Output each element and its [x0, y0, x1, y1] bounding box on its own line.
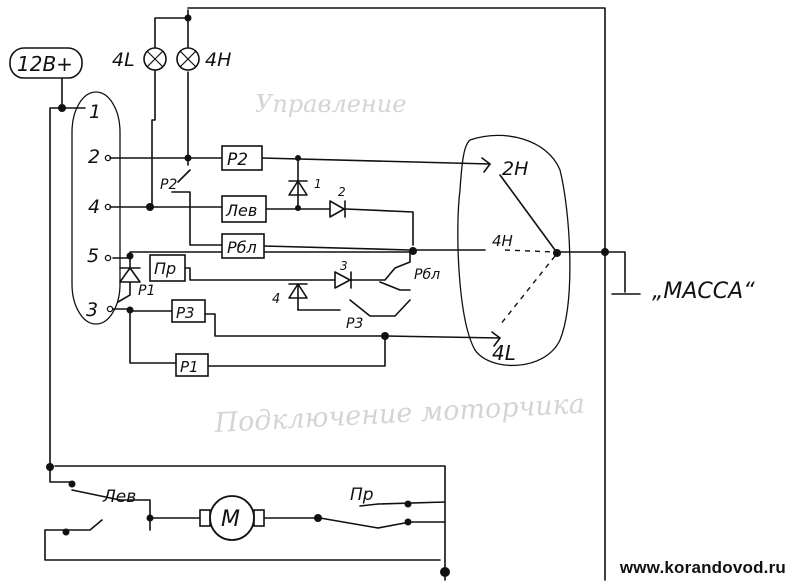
junction — [409, 247, 417, 255]
pin-5-label: 5 — [87, 245, 99, 267]
junction — [601, 248, 609, 256]
relay-pbl-label: Рбл — [227, 238, 257, 257]
contact-pbl-label: Рбл — [414, 267, 440, 283]
junction — [146, 203, 154, 211]
junction — [404, 518, 412, 526]
diode-3-label: 3 — [340, 259, 348, 273]
site-url: www.korandovod.ru — [619, 558, 786, 577]
junction — [68, 480, 76, 488]
relay-p2-label: Р2 — [227, 150, 248, 170]
relay-pr-label: Пр — [154, 259, 176, 278]
motor-lev-label: Лев — [102, 487, 136, 507]
lamp-node — [184, 14, 192, 22]
lamp-4l-label: 4L — [112, 49, 135, 71]
motor-circuit — [44, 489, 446, 561]
connector-pins: 1 2 4 5 3 — [86, 101, 114, 321]
relay-pr — [149, 254, 186, 282]
section-control-label: Управление — [255, 90, 406, 118]
junction — [553, 249, 561, 257]
relay-lev-label: Лев — [225, 201, 257, 220]
pin-2-label: 2 — [88, 146, 100, 168]
pin-1-label: 1 — [89, 101, 101, 123]
motor-label: М — [221, 507, 240, 532]
junction — [146, 514, 154, 522]
relay-p3-label: Р3 — [176, 304, 195, 322]
diode-2 — [329, 200, 346, 218]
bus-node — [58, 104, 66, 112]
range-selector-outline — [457, 134, 571, 367]
junction — [440, 567, 450, 577]
supply-label-group: 12В+ — [9, 47, 83, 79]
junction — [62, 528, 70, 536]
diode-3 — [334, 271, 352, 289]
relay-p1 — [175, 353, 209, 377]
contact-p2-label: Р2 — [160, 177, 177, 193]
pin3-circuit — [112, 308, 501, 367]
switch-connector-outline — [71, 91, 121, 325]
contact-p2 — [171, 169, 191, 201]
motor-pr-label: Пр — [350, 485, 374, 505]
mode-4l-label: 4L — [492, 341, 516, 365]
contact-p1-label: Р1 — [138, 283, 155, 299]
junction — [126, 306, 134, 314]
junction — [404, 500, 412, 508]
diode-1-label: 1 — [314, 177, 322, 191]
relay-lev — [221, 195, 267, 223]
junction — [295, 205, 301, 211]
diode-1 — [288, 180, 308, 196]
motor — [199, 495, 265, 541]
lamp-4l — [143, 47, 167, 71]
range-selector-wiring — [481, 157, 641, 347]
pin5-circuit — [129, 251, 411, 291]
pin-4-label: 4 — [88, 196, 100, 218]
bus-node — [46, 463, 54, 471]
junction — [314, 514, 322, 522]
contact-p3-label: Р3 — [346, 316, 363, 332]
diode-2-label: 2 — [338, 185, 346, 199]
junction — [184, 154, 192, 162]
mode-2h-label: 2Н — [502, 158, 528, 180]
ground-label: „МАССА“ — [652, 279, 755, 304]
supply-label: 12В+ — [17, 52, 73, 76]
diode4-circuit — [297, 284, 411, 317]
junction — [126, 252, 134, 260]
relay-p3 — [171, 299, 206, 323]
relay-p2 — [221, 145, 263, 171]
section-motor-label: Подключение моторчика — [213, 389, 586, 439]
relay-pbl — [221, 233, 265, 259]
mode-4h-label: 4Н — [492, 232, 513, 250]
contact-p1 — [117, 267, 141, 303]
diode-4 — [288, 283, 308, 299]
lamp-4h — [176, 47, 200, 71]
diode-4-label: 4 — [272, 292, 280, 307]
relay-p1-label: Р1 — [180, 358, 199, 376]
pin-3-label: 3 — [86, 299, 98, 321]
lamp-wiring — [151, 7, 606, 581]
lamp-4h-label: 4Н — [205, 49, 231, 71]
junction — [381, 332, 389, 340]
